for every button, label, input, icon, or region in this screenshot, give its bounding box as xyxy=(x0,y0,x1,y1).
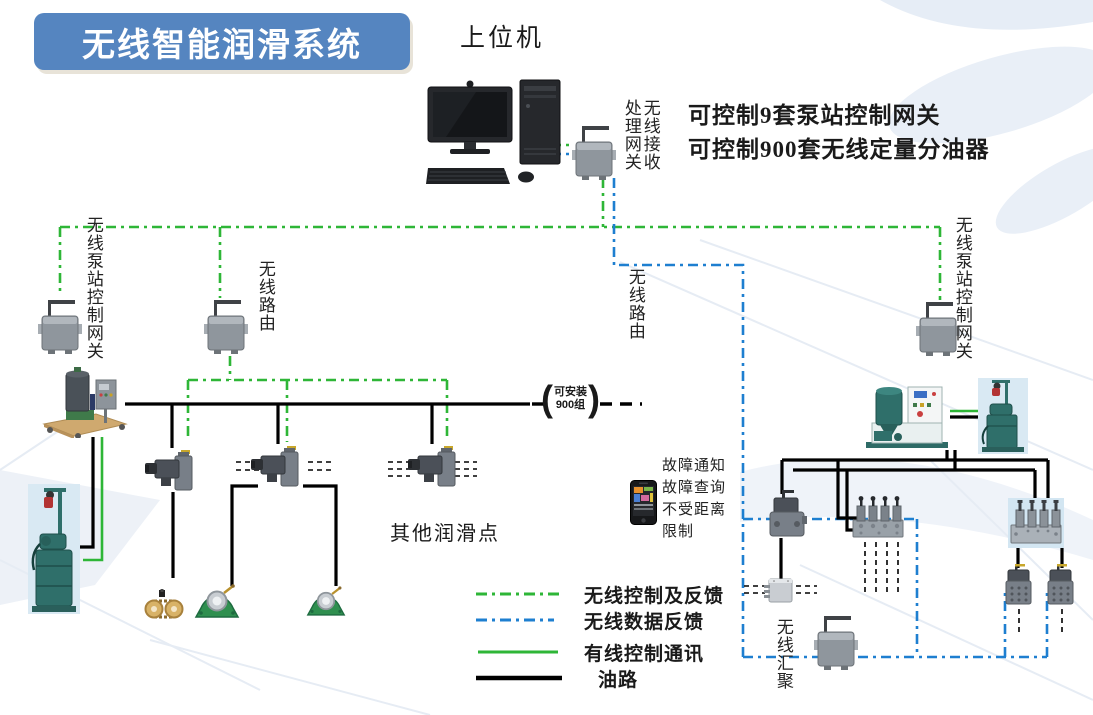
distributor-icon xyxy=(145,450,193,491)
legend-item-oil-line: 油路 xyxy=(476,667,724,691)
phone-feature-2: 故障查询 xyxy=(662,479,727,496)
distributor-icon xyxy=(1047,564,1074,605)
host-computer-label: 上位机 xyxy=(460,24,545,52)
gateway-icon xyxy=(572,126,616,180)
distributor-icon xyxy=(769,490,807,537)
left-pump-station xyxy=(38,366,130,438)
note-lines: 可安装 900组 xyxy=(553,386,588,412)
phone-feature-1: 故障通知 xyxy=(662,457,727,474)
bearing-icon xyxy=(194,584,240,618)
distributor-3 xyxy=(408,440,462,490)
aggregator-label: 无线汇聚 xyxy=(773,618,793,690)
valve-block-icon xyxy=(852,496,904,538)
left-router-device xyxy=(202,296,250,354)
gateway-icon xyxy=(916,302,960,356)
left-barrel-pump xyxy=(28,484,80,614)
receiver-gateway-device xyxy=(570,122,618,180)
legend-label: 油路 xyxy=(598,669,639,691)
right-pump-station xyxy=(864,379,950,451)
left-router-label: 无线路由 xyxy=(255,260,275,332)
title-banner: 无线智能润滑系统 xyxy=(34,13,410,70)
computer-icon xyxy=(426,79,561,184)
left-pump-gateway-label: 无线泵站控制网关 xyxy=(83,216,103,360)
module-icon xyxy=(764,578,793,603)
distributor-4-wireless xyxy=(766,490,808,540)
other-lube-points-label: 其他润滑点 xyxy=(390,523,500,545)
phone-feature-4: 限制 xyxy=(662,523,695,540)
legend-label: 无线数据反馈 xyxy=(584,611,705,633)
bearing-1 xyxy=(194,584,240,618)
legend-label: 无线控制及反馈 xyxy=(584,585,725,607)
lube-point-output-dashes xyxy=(236,461,1063,634)
gateway-icon xyxy=(204,300,248,354)
valve-block-middle xyxy=(850,496,906,542)
legend-label: 有线控制通讯 xyxy=(584,643,705,665)
distributor-icon xyxy=(251,446,299,487)
distributor-icon xyxy=(1005,564,1032,605)
valve-block-right xyxy=(1008,498,1064,548)
pump-station-icon xyxy=(866,386,948,448)
receiver-gateway-label-col-right: 无线接收 xyxy=(640,99,660,171)
legend-item-wired-control: 有线控制通讯 xyxy=(476,641,724,665)
bearing-2 xyxy=(306,584,346,618)
smartphone xyxy=(630,480,657,525)
left-pump-gateway-device xyxy=(36,296,84,354)
distributor-1 xyxy=(145,444,199,494)
note-line-2: 900组 xyxy=(555,399,586,412)
right-router-label: 无线路由 xyxy=(625,268,645,340)
distributor-5-wireless xyxy=(1002,564,1035,608)
gateway-icon xyxy=(38,300,82,354)
aggregator-gateway-device xyxy=(812,612,860,670)
wired-control-lines xyxy=(83,409,983,562)
valve-block-icon xyxy=(1008,498,1064,548)
page-title: 无线智能润滑系统 xyxy=(82,27,362,64)
open-paren: ( xyxy=(541,378,553,419)
black-solid-swatch xyxy=(476,675,562,681)
receiver-gateway-label: 处理网关 无线接收 xyxy=(621,99,660,171)
chain-lube-point xyxy=(144,589,184,619)
phone-feature-3: 不受距离 xyxy=(662,501,727,518)
gateway-icon xyxy=(814,616,858,670)
phone-feature-list: 故障通知 故障查询 不受距离 限制 xyxy=(662,455,726,543)
bearing-icon xyxy=(306,586,346,616)
phone-icon xyxy=(630,480,657,525)
blue-dashdot-swatch xyxy=(476,618,554,622)
close-paren: ) xyxy=(588,378,600,419)
barrel-pump-icon xyxy=(978,378,1028,454)
legend-item-wireless-control: 无线控制及反馈 xyxy=(476,583,725,607)
right-pump-gateway-device xyxy=(914,298,962,356)
legend: 无线控制及反馈 无线数据反馈 有线控制通讯 油路 xyxy=(476,583,725,691)
distributor-2 xyxy=(251,440,305,490)
distributor-icon xyxy=(408,446,456,487)
barrel-pump-icon xyxy=(28,484,80,614)
green-dashdot-swatch xyxy=(476,592,562,596)
host-computer xyxy=(426,78,570,190)
junction-module xyxy=(764,577,794,604)
pump-station-icon xyxy=(42,367,128,438)
chain-icon xyxy=(144,589,184,619)
legend-item-wireless-data: 无线数据反馈 xyxy=(476,609,724,633)
expandable-note: ( 可安装 900组 ) xyxy=(541,378,600,419)
right-barrel-pump xyxy=(978,378,1028,454)
distributor-6-wireless xyxy=(1044,564,1077,608)
capacity-line-2: 可控制900套无线定量分油器 xyxy=(688,137,990,162)
capacity-line-1: 可控制9套泵站控制网关 xyxy=(688,103,941,128)
right-pump-gateway-label: 无线泵站控制网关 xyxy=(952,216,972,360)
green-solid-swatch xyxy=(478,650,558,654)
receiver-gateway-label-col-left: 处理网关 xyxy=(621,99,641,171)
note-line-1: 可安装 xyxy=(554,386,587,399)
